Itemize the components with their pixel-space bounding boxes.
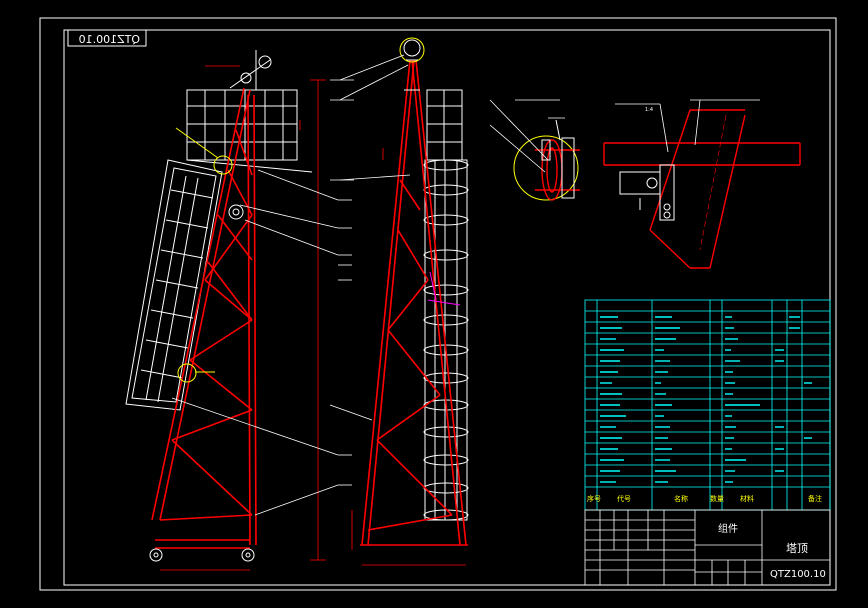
detail-scale-label: 1:4 bbox=[645, 107, 653, 113]
detail-b-leaders bbox=[615, 99, 760, 153]
magenta-accents bbox=[427, 271, 461, 306]
dimension-lines-left bbox=[160, 65, 326, 571]
mirrored-code-stamp: QTZ100.10 bbox=[67, 29, 147, 47]
leader-lines-middle bbox=[329, 54, 411, 421]
parts-list-table bbox=[584, 299, 831, 511]
header-material: 材料 bbox=[740, 494, 754, 503]
top-head-middle bbox=[403, 39, 421, 91]
leader-lines-left bbox=[171, 169, 352, 516]
platform-cabin-middle bbox=[426, 89, 463, 161]
detail-b-centerline bbox=[699, 114, 727, 251]
callout-circle-top-middle bbox=[399, 37, 425, 63]
climbing-cage bbox=[423, 159, 469, 521]
mast-structure-left bbox=[151, 87, 257, 549]
outer-frame bbox=[39, 17, 837, 591]
title-drawing-name: 塔顶 bbox=[786, 542, 808, 555]
dimension-lines-middle bbox=[351, 148, 466, 566]
header-seq: 序号 bbox=[587, 494, 601, 503]
detail-b-connector bbox=[619, 164, 675, 221]
title-assembly-label: 组件 bbox=[718, 522, 738, 535]
callout-circles-left bbox=[175, 127, 233, 383]
parts-list-row-entries bbox=[600, 316, 812, 483]
header-code: 代号 bbox=[617, 494, 631, 503]
joint-details-left bbox=[228, 204, 244, 220]
detail-a-frame bbox=[541, 119, 575, 199]
detail-view-b: 1:4 bbox=[603, 99, 801, 269]
inclined-ladder bbox=[125, 159, 223, 411]
detail-a-boundary bbox=[513, 135, 579, 201]
header-name: 名称 bbox=[674, 494, 688, 503]
detail-a-leaders bbox=[489, 99, 565, 173]
left-elevation-view bbox=[125, 50, 352, 571]
middle-elevation-view bbox=[329, 37, 469, 566]
base-pins-left bbox=[149, 548, 255, 562]
header-remark: 备注 bbox=[808, 494, 822, 503]
title-drawing-number: QTZ100.10 bbox=[770, 569, 826, 580]
title-block bbox=[584, 509, 831, 586]
top-pulley-left bbox=[229, 50, 272, 90]
mirrored-code-text: QTZ100.10 bbox=[79, 33, 140, 46]
detail-b-beam bbox=[603, 109, 801, 269]
detail-view-a bbox=[489, 99, 580, 201]
header-qty: 数量 bbox=[710, 494, 724, 503]
parts-list-header: 序号 代号 名称 数量 材料 备注 bbox=[587, 494, 822, 503]
